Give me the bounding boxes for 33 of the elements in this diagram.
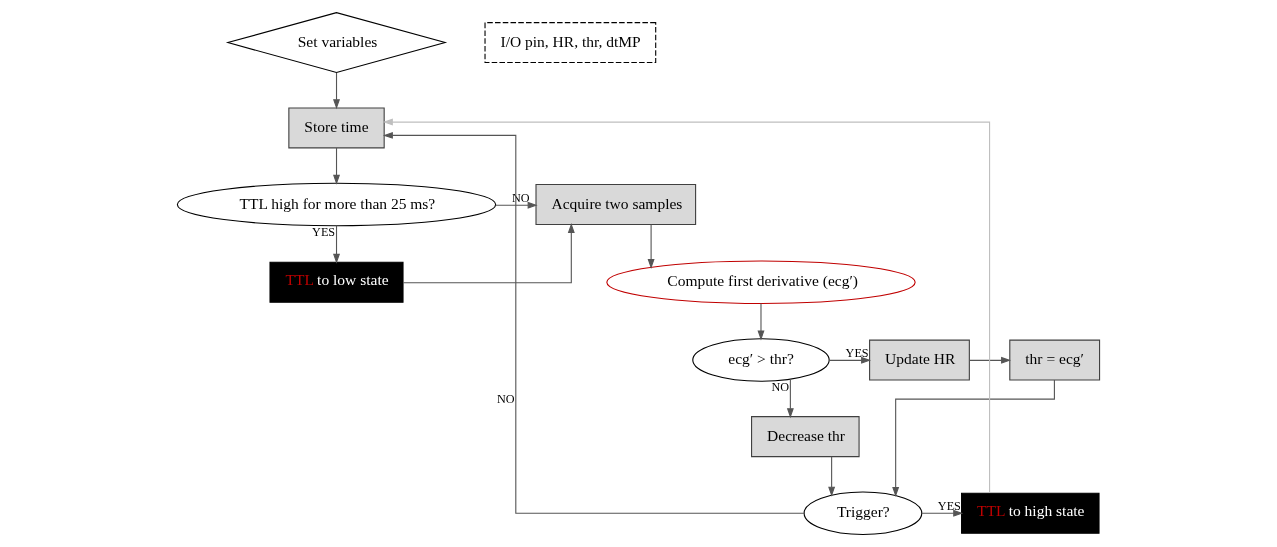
- arrow: [829, 356, 872, 364]
- node-ellipse: Trigger?: [803, 491, 923, 535]
- arrow: [402, 222, 575, 284]
- node-box: TTL to low state: [269, 261, 404, 303]
- node-ellipse: ecg′ > thr?: [692, 338, 830, 382]
- edge-label: YES: [937, 498, 961, 513]
- node-box: Update HR: [869, 339, 970, 381]
- node-box: Decrease thr: [751, 416, 860, 458]
- node-box: Store time: [288, 107, 385, 149]
- arrow: [828, 456, 836, 497]
- arrow: [333, 225, 340, 264]
- arrow: [647, 223, 655, 269]
- node-box: thr = ecg′: [1009, 339, 1101, 381]
- arrow: [786, 378, 794, 419]
- arrow: [968, 356, 1012, 364]
- arrow: [382, 131, 805, 514]
- edge-label: NO: [771, 379, 790, 394]
- arrow: [495, 201, 538, 209]
- arrow: [333, 147, 340, 185]
- node-ellipse: TTL high for more than 25 ms?: [176, 182, 497, 227]
- arrow: [892, 379, 1055, 498]
- arrow: [921, 509, 964, 517]
- node-box: I/O pin, HR, thr, dtMP: [484, 22, 657, 64]
- node-box: TTL to high state: [961, 492, 1100, 534]
- arrow: [382, 118, 991, 494]
- arrow: [757, 302, 765, 341]
- edge-label: YES: [312, 225, 336, 240]
- arrow: [333, 72, 340, 110]
- edge-label: NO: [511, 190, 530, 205]
- edge-label: YES: [845, 345, 869, 360]
- node-diamond: Set variables: [225, 12, 448, 74]
- edge-label: NO: [496, 392, 515, 407]
- node-box: Acquire two samples: [535, 184, 697, 225]
